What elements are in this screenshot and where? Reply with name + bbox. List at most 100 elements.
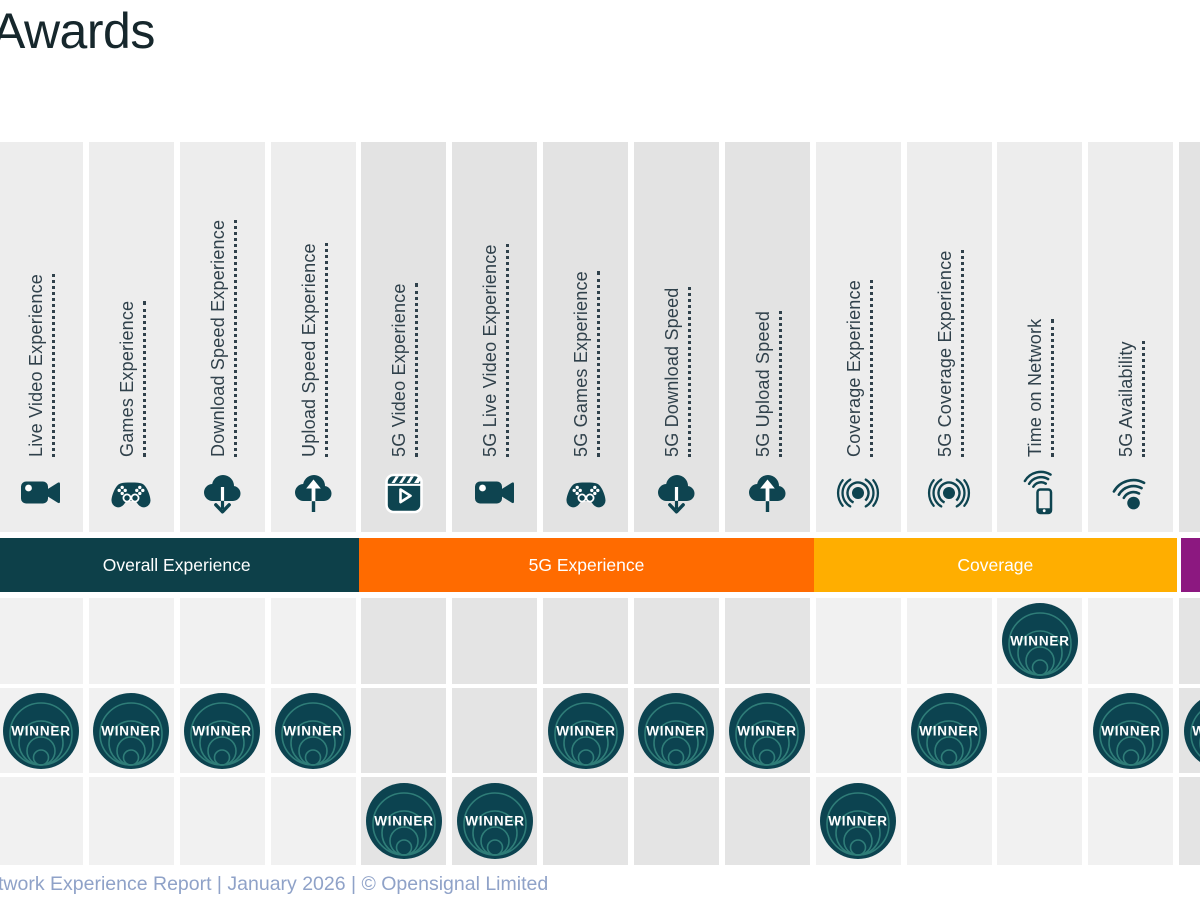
- category-label: Coverage: [957, 554, 1034, 575]
- award-cell: [815, 598, 901, 684]
- metric-label: Download Speed Experience: [207, 219, 237, 457]
- winner-badge: WINNER: [184, 692, 261, 769]
- metric-label: 5G Video Experience: [389, 283, 419, 457]
- winner-badge-label: WINNER: [102, 723, 162, 738]
- winner-badge: WINNER: [911, 692, 987, 769]
- winner-badge-label: WINNER: [283, 723, 343, 738]
- metric-column: [0, 142, 83, 532]
- metric-column: [179, 142, 265, 532]
- award-cell: [270, 777, 356, 865]
- award-cell: [270, 598, 356, 684]
- coverage-radar-icon: [837, 478, 880, 508]
- award-cell: [179, 777, 265, 865]
- category-label: 5G Experience: [528, 554, 645, 575]
- metric-column: [452, 142, 538, 532]
- winner-badge: WINNER: [93, 692, 170, 769]
- metric-column: [815, 142, 901, 532]
- metric-label: Games Experience: [116, 300, 146, 457]
- award-cell: [0, 598, 83, 684]
- award-cell: [633, 598, 719, 684]
- cloud-up-icon: [295, 475, 332, 512]
- winner-badge-label: WINNER: [1192, 723, 1200, 738]
- video-camera-icon: [20, 481, 60, 504]
- metric-label: 5G Coverage Experience: [934, 250, 964, 457]
- metric-column: [270, 142, 356, 532]
- metric-column: [724, 142, 810, 532]
- cloud-up-icon: [749, 475, 786, 512]
- winner-badge-label: WINNER: [1101, 723, 1161, 738]
- award-cell: [906, 598, 992, 684]
- metric-column: [1179, 142, 1200, 532]
- video-camera-icon: [474, 481, 514, 504]
- metric-column: [906, 142, 992, 532]
- clapper-play-icon: [385, 473, 423, 514]
- award-cell: [179, 598, 265, 684]
- report-footer: twork Experience Report | January 2026 |…: [0, 873, 549, 895]
- category-segment: 5G Experience: [359, 538, 814, 592]
- award-cell: [724, 777, 810, 865]
- page-title: Awards: [0, 3, 155, 59]
- coverage-radar-icon: [927, 478, 971, 508]
- winner-badge: WINNER: [1001, 603, 1078, 679]
- category-label: Overall Experience: [102, 554, 251, 575]
- award-cell: [452, 688, 538, 773]
- winner-badge: WINNER: [456, 783, 533, 859]
- metric-column: [361, 142, 447, 532]
- winner-badge-label: WINNER: [192, 723, 252, 738]
- winner-badge: WINNER: [638, 692, 715, 769]
- award-cell: [815, 688, 901, 773]
- cloud-down-icon: [204, 475, 241, 514]
- award-cell: [543, 598, 629, 684]
- award-cell: [0, 777, 83, 865]
- metric-label: Live Video Experience: [26, 274, 55, 457]
- metric-column: [88, 142, 174, 532]
- metric-column: [1088, 142, 1174, 532]
- winner-badge-label: WINNER: [465, 814, 525, 829]
- award-cell: [543, 777, 629, 865]
- award-cell: [1088, 777, 1174, 865]
- award-cell: [997, 688, 1083, 773]
- award-cell: [88, 598, 174, 684]
- winner-badge: WINNER: [729, 692, 806, 769]
- winner-badge: WINNER: [365, 783, 442, 859]
- winner-badge: WINNER: [1092, 692, 1169, 769]
- winner-badge-label: WINNER: [919, 723, 979, 738]
- metric-label: Upload Speed Experience: [298, 243, 328, 457]
- winner-badge-label: WINNER: [374, 814, 434, 829]
- cloud-down-icon: [658, 475, 695, 514]
- award-cell: [1088, 598, 1174, 684]
- award-cell: [997, 777, 1083, 865]
- gamepad-icon: [111, 482, 151, 508]
- award-cell: [633, 777, 719, 865]
- winner-badge: WINNER: [2, 692, 79, 769]
- category-segment: Coverage: [813, 538, 1178, 592]
- winner-badge-label: WINNER: [556, 723, 616, 738]
- award-cell: [1179, 777, 1200, 865]
- winner-badge: WINNER: [820, 783, 897, 859]
- winner-badge-label: WINNER: [647, 723, 707, 738]
- gamepad-icon: [566, 482, 606, 508]
- metric-label: 5G Availability: [1116, 341, 1146, 457]
- metric-label: 5G Live Video Experience: [480, 244, 510, 457]
- phone-wifi-icon: [1023, 470, 1053, 515]
- winner-badge-label: WINNER: [1010, 634, 1070, 649]
- award-cell: [88, 777, 174, 865]
- award-cell: [906, 777, 992, 865]
- metric-column: [543, 142, 629, 532]
- winner-badge-label: WINNER: [738, 723, 798, 738]
- category-segment: [1181, 538, 1200, 592]
- metric-label: 5G Games Experience: [571, 271, 601, 457]
- award-cell: [1179, 598, 1200, 684]
- metric-column: [997, 142, 1083, 532]
- award-cell: [361, 598, 447, 684]
- metric-label: 5G Upload Speed: [752, 310, 782, 457]
- metric-label: Coverage Experience: [843, 280, 873, 457]
- award-cell: [452, 598, 538, 684]
- winner-badge: WINNER: [275, 692, 352, 769]
- winner-badge: WINNER: [1183, 699, 1200, 762]
- metric-label: Time on Network: [1025, 318, 1055, 457]
- winner-badge: WINNER: [547, 692, 624, 769]
- category-segment: Overall Experience: [0, 538, 360, 592]
- metric-column: [633, 142, 719, 532]
